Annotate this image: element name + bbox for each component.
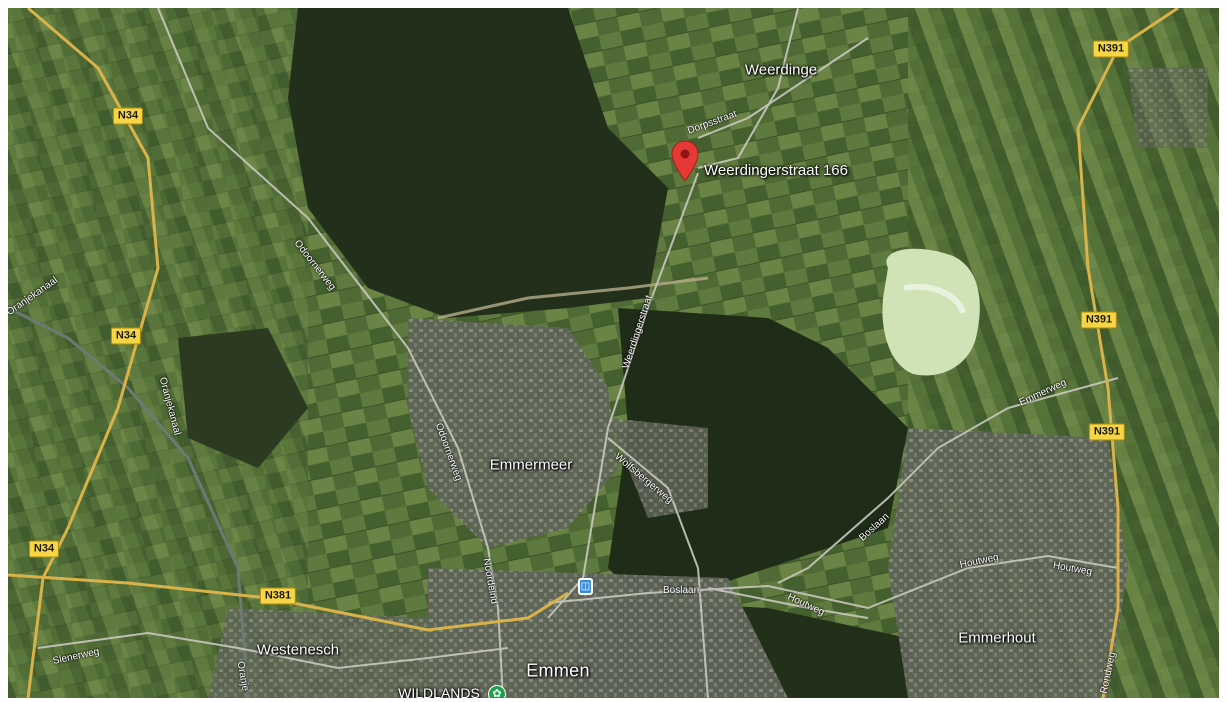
place-label-emmen: Emmen — [526, 660, 590, 681]
place-label-wildlands: WILDLANDS — [398, 685, 480, 698]
road-shield-n391: N391 — [1092, 40, 1130, 58]
place-label-emmermeer: Emmermeer — [489, 456, 573, 474]
road-shield-n34: N34 — [110, 327, 142, 345]
map-imagery — [8, 8, 1219, 698]
place-label-weerdinge: Weerdinge — [744, 61, 818, 79]
train-station-icon[interactable]: ◫ — [578, 578, 593, 595]
road-shield-n34: N34 — [112, 107, 144, 125]
zoo-icon[interactable]: ✿ — [488, 685, 506, 698]
road-shield-n381: N381 — [259, 587, 297, 605]
road-shield-n391: N391 — [1080, 311, 1118, 329]
road-shield-n34: N34 — [28, 540, 60, 558]
place-label-westenesch: Westenesch — [256, 641, 340, 659]
satellite-map[interactable]: Weerdinge Emmermeer Westenesch Emmen Emm… — [8, 8, 1219, 698]
map-pin-icon[interactable] — [671, 140, 699, 182]
road-shield-n391: N391 — [1088, 423, 1126, 441]
place-label-emmerhout: Emmerhout — [958, 629, 1036, 647]
marker-label[interactable]: Weerdingerstraat 166 — [704, 162, 848, 179]
street-label-boslaan-south: Boslaan — [663, 585, 700, 596]
